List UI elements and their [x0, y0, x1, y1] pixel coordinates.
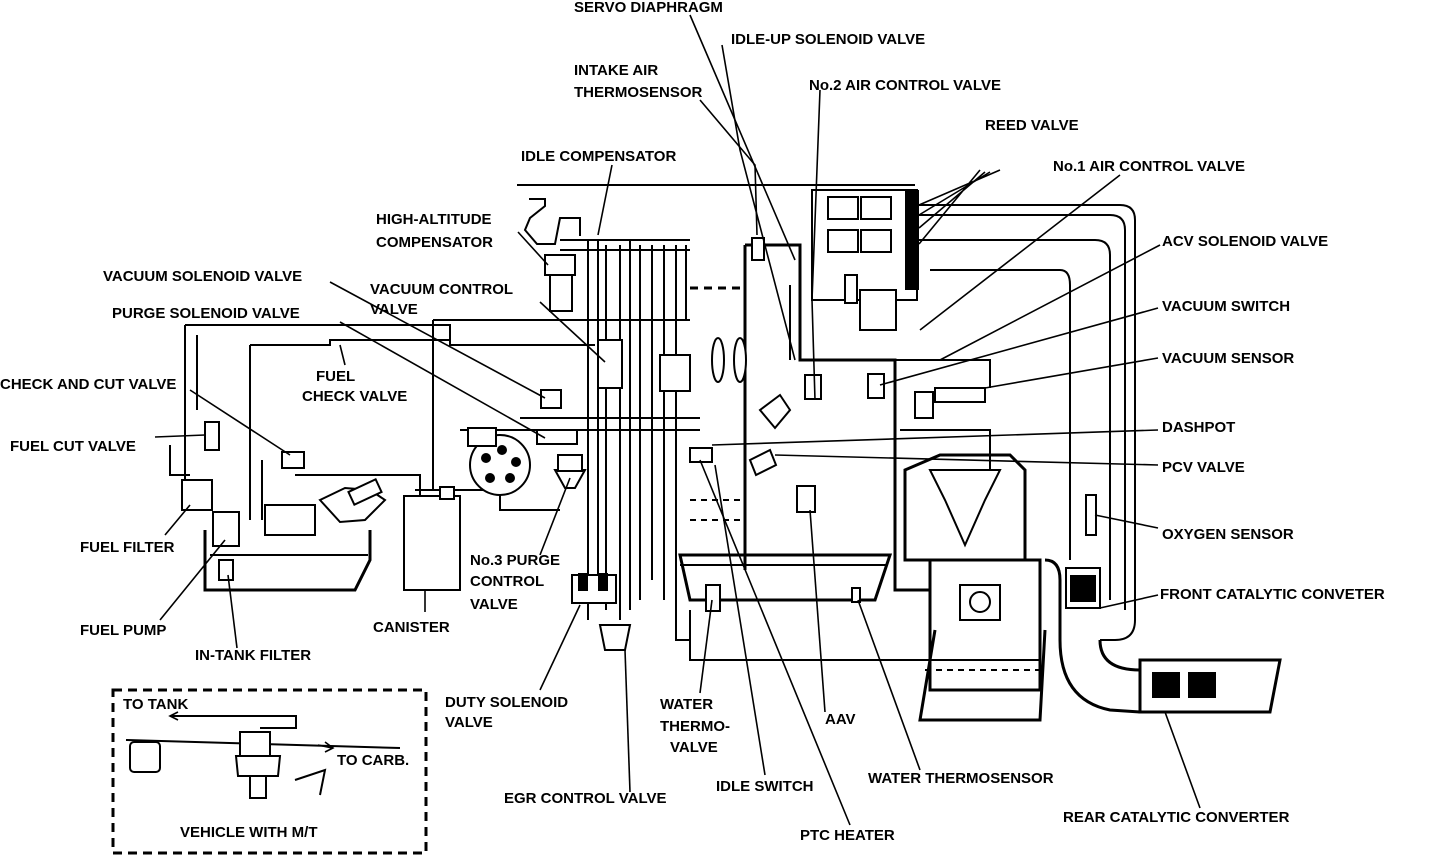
- label-water-thermo-valve-2: THERMO-: [660, 718, 730, 735]
- label-pcv-valve: PCV VALVE: [1162, 459, 1245, 476]
- label-fuel-filter: FUEL FILTER: [80, 539, 175, 556]
- leader-lines: [154, 14, 1201, 826]
- label-vacuum-control-valve-2: VALVE: [370, 301, 418, 318]
- label-intake-air-thermosensor-2: THERMOSENSOR: [574, 84, 703, 101]
- label-idle-up-solenoid-valve: IDLE-UP SOLENOID VALVE: [731, 31, 925, 48]
- label-no3-purge-control-valve: No.3 PURGE: [470, 552, 560, 569]
- label-fuel-check-valve-2: CHECK VALVE: [302, 388, 407, 405]
- label-fuel-check-valve: FUEL: [316, 368, 355, 385]
- inset-label-to-carb: TO CARB.: [337, 752, 409, 769]
- label-no2-air-control-valve: No.2 AIR CONTROL VALVE: [809, 77, 1001, 94]
- engine-drawing: [184, 169, 1282, 722]
- label-dashpot: DASHPOT: [1162, 419, 1235, 436]
- label-front-catalytic-converter: FRONT CATALYTIC CONVETER: [1160, 586, 1385, 603]
- label-ptc-heater: PTC HEATER: [800, 827, 895, 844]
- label-vacuum-switch: VACUUM SWITCH: [1162, 298, 1290, 315]
- label-check-and-cut-valve: CHECK AND CUT VALVE: [0, 376, 176, 393]
- fuel-tank-drawing: [169, 421, 461, 592]
- label-fuel-cut-valve: FUEL CUT VALVE: [10, 438, 136, 455]
- label-purge-solenoid-valve: PURGE SOLENOID VALVE: [112, 305, 300, 322]
- label-idle-compensator: IDLE COMPENSATOR: [521, 148, 676, 165]
- label-water-thermosensor: WATER THERMOSENSOR: [868, 770, 1054, 787]
- label-canister: CANISTER: [373, 619, 450, 636]
- label-high-altitude-compensator: HIGH-ALTITUDE: [376, 211, 492, 228]
- label-servo-diaphragm: SERVO DIAPHRAGM: [574, 0, 723, 16]
- label-oxygen-sensor: OXYGEN SENSOR: [1162, 526, 1294, 543]
- label-water-thermo-valve: WATER: [660, 696, 713, 713]
- label-idle-switch: IDLE SWITCH: [716, 778, 814, 795]
- inset-vehicle-mt: TO TANK TO CARB. VEHICLE WITH M/T: [111, 688, 428, 855]
- label-vacuum-solenoid-valve: VACUUM SOLENOID VALVE: [103, 268, 302, 285]
- label-duty-solenoid-valve-2: VALVE: [445, 714, 493, 731]
- label-egr-control-valve: EGR CONTROL VALVE: [504, 790, 667, 807]
- label-acv-solenoid-valve: ACV SOLENOID VALVE: [1162, 233, 1328, 250]
- label-vacuum-sensor: VACUUM SENSOR: [1162, 350, 1294, 367]
- inset-label-vehicle-with-mt: VEHICLE WITH M/T: [180, 824, 318, 841]
- label-no1-air-control-valve: No.1 AIR CONTROL VALVE: [1053, 158, 1245, 175]
- label-fuel-pump: FUEL PUMP: [80, 622, 166, 639]
- label-reed-valve: REED VALVE: [985, 117, 1079, 134]
- label-aav: AAV: [825, 711, 856, 728]
- label-no3-purge-control-valve-2: CONTROL: [470, 573, 544, 590]
- label-duty-solenoid-valve: DUTY SOLENOID: [445, 694, 568, 711]
- label-high-altitude-compensator-2: COMPENSATOR: [376, 234, 493, 251]
- label-vacuum-control-valve: VACUUM CONTROL: [370, 281, 513, 298]
- label-intake-air-thermosensor: INTAKE AIR: [574, 62, 658, 79]
- label-in-tank-filter: IN-TANK FILTER: [195, 647, 311, 664]
- label-rear-catalytic-converter: REAR CATALYTIC CONVERTER: [1063, 809, 1290, 826]
- label-no3-purge-control-valve-3: VALVE: [470, 596, 518, 613]
- inset-label-to-tank: TO TANK: [123, 696, 188, 713]
- label-water-thermo-valve-3: VALVE: [670, 739, 718, 756]
- callout-labels: SERVO DIAPHRAGM IDLE-UP SOLENOID VALVE I…: [0, 0, 1385, 844]
